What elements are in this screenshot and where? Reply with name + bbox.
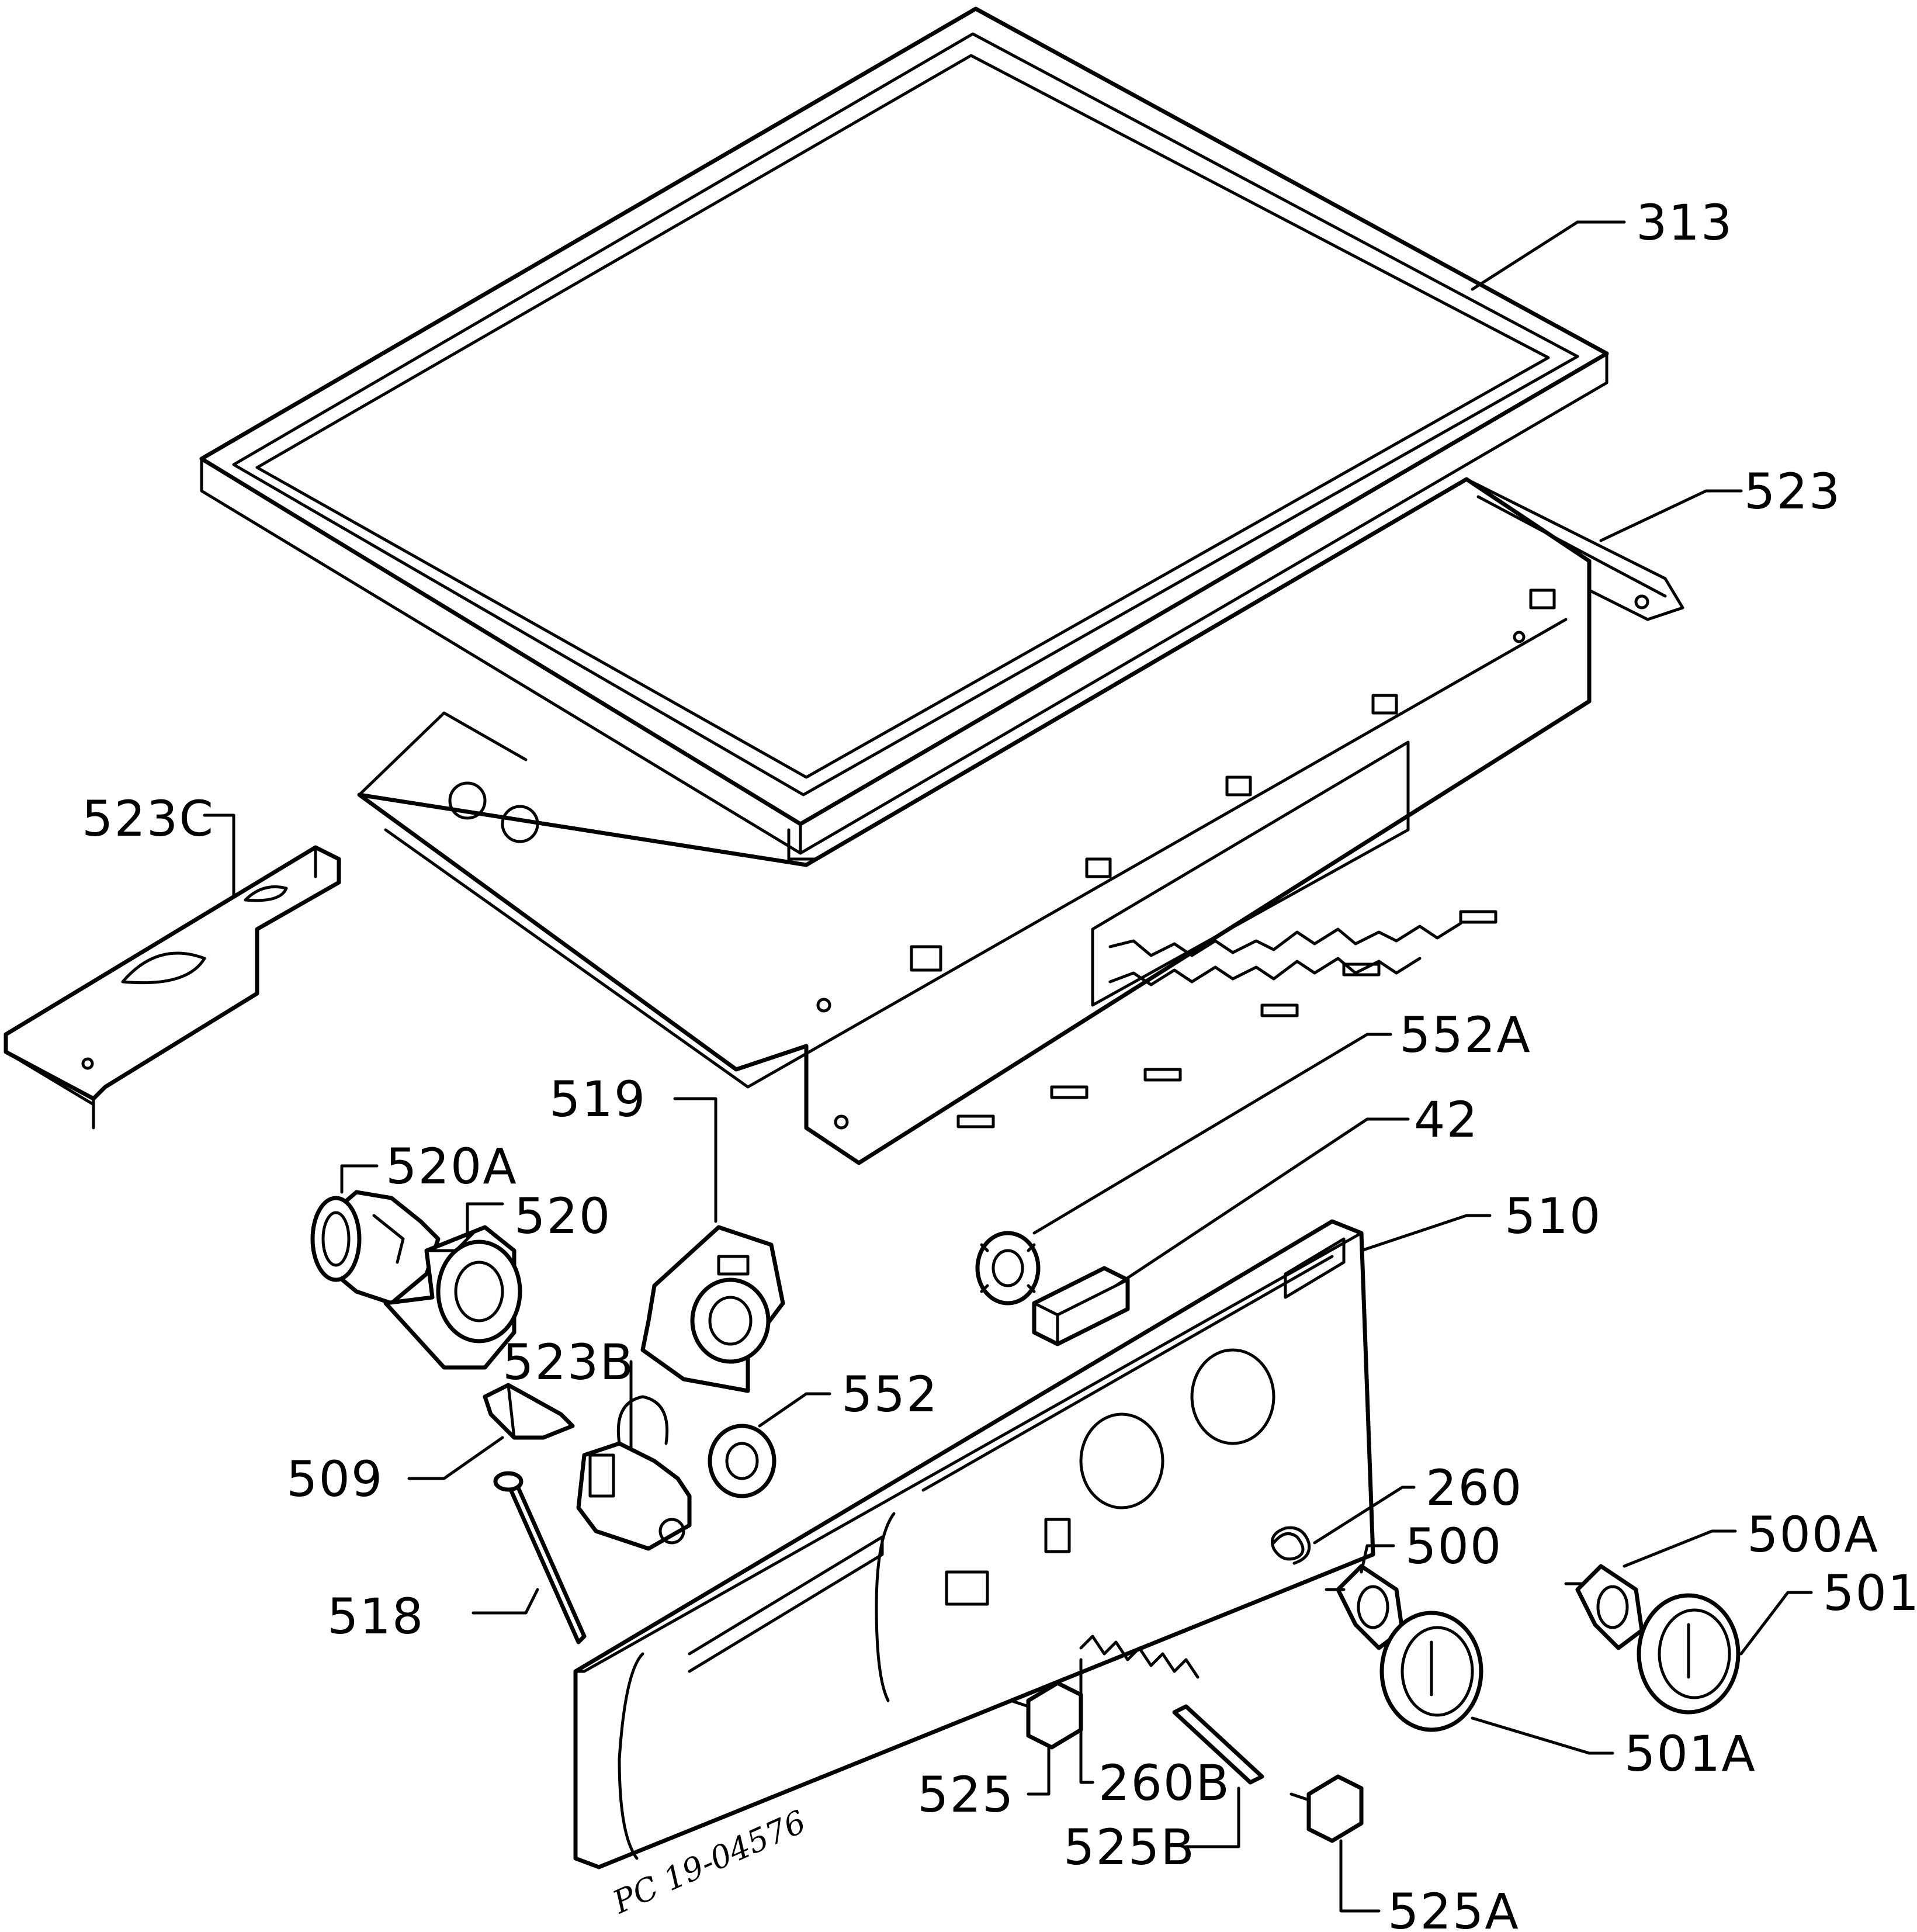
label-510: 510 (1505, 1187, 1601, 1245)
label-525B: 525B (1063, 1819, 1195, 1876)
part-509-clip (483, 1383, 575, 1440)
part-525A-button (1289, 1774, 1364, 1843)
label-501A: 501A (1624, 1725, 1756, 1782)
part-519-switch-body (640, 1225, 785, 1393)
label-523B: 523B (502, 1334, 635, 1391)
label-525: 525 (917, 1766, 1014, 1823)
part-260-spring (1271, 1526, 1311, 1565)
part-313-top-lid (199, 6, 1609, 861)
label-520A: 520A (386, 1138, 518, 1195)
part-501A-knob (1379, 1611, 1483, 1732)
part-501-knob (1637, 1593, 1741, 1715)
label-501: 501 (1823, 1564, 1917, 1622)
part-500A-adaptor (1564, 1564, 1644, 1650)
label-260B: 260B (1098, 1754, 1230, 1812)
label-500: 500 (1405, 1518, 1502, 1575)
label-42: 42 (1414, 1091, 1479, 1148)
part-552A-ring (975, 1231, 1041, 1306)
label-523: 523 (1744, 463, 1841, 520)
part-523C-bracket (4, 845, 341, 1130)
part-510-control-panel (573, 1219, 1375, 1869)
part-525B-pin (1172, 1704, 1264, 1785)
part-523-frame (357, 477, 1684, 1165)
part-520-selector (383, 1225, 522, 1370)
leader-lines (203, 220, 1813, 1913)
label-552A: 552A (1399, 1006, 1531, 1064)
part-42-lamp (1032, 1266, 1130, 1346)
label-525A: 525A (1388, 1883, 1520, 1932)
part-260B-spring (1079, 1635, 1200, 1679)
label-518: 518 (327, 1588, 424, 1645)
part-518-rod (493, 1471, 587, 1644)
part-552-ring (708, 1424, 776, 1498)
part-labels: 313 523 523C 552A 519 42 520A 520 510 52… (82, 194, 1917, 1932)
part-520A-knob (310, 1190, 441, 1306)
label-523C: 523C (82, 790, 214, 847)
label-552: 552 (841, 1366, 938, 1423)
label-260: 260 (1426, 1459, 1523, 1516)
part-523B-catch (576, 1395, 692, 1551)
label-519: 519 (549, 1071, 646, 1128)
label-313: 313 (1636, 194, 1733, 251)
label-500A: 500A (1747, 1506, 1879, 1563)
label-509: 509 (286, 1450, 383, 1508)
label-520: 520 (514, 1187, 611, 1245)
